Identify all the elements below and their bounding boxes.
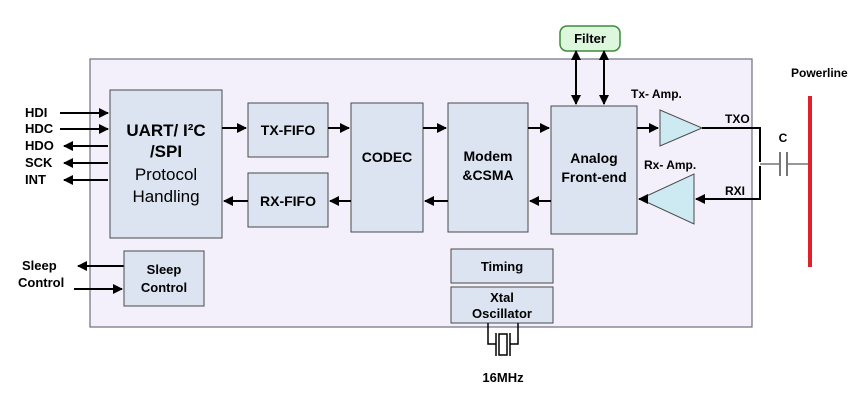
signal-hdi-label: HDI xyxy=(25,105,47,120)
codec-label: CODEC xyxy=(362,149,413,165)
sleep-block-line2: Control xyxy=(141,280,187,295)
tx-amp-label: Tx- Amp. xyxy=(631,87,682,101)
filter-label: Filter xyxy=(574,31,606,46)
filter-block: Filter xyxy=(559,25,621,105)
crystal-frequency-label: 16MHz xyxy=(482,370,524,385)
signal-int-label: INT xyxy=(25,172,46,187)
uart-protocol-block: UART/ I²C /SPI Protocol Handling xyxy=(109,89,223,239)
rx-amplifier: Rx- Amp. RXI xyxy=(638,158,761,225)
afe-label-line2: Front-end xyxy=(561,169,626,185)
tx-amplifier: Tx- Amp. TXO xyxy=(631,87,761,162)
uart-label-line3: Protocol xyxy=(135,165,197,184)
powerline: Powerline xyxy=(791,66,848,267)
rx-fifo-label: RX-FIFO xyxy=(260,193,316,209)
tx-fifo-block: TX-FIFO xyxy=(247,102,329,158)
codec-block: CODEC xyxy=(350,102,424,233)
sleep-signal-label-line1: Sleep xyxy=(22,258,57,273)
xtal-label-line1: Xtal xyxy=(490,290,514,305)
coupling-capacitor: C xyxy=(760,131,808,176)
signal-hdo-label: HDO xyxy=(25,138,54,153)
rxi-label: RXI xyxy=(725,184,745,198)
rx-amp-label: Rx- Amp. xyxy=(644,158,696,172)
timing-block: Timing xyxy=(450,248,554,284)
powerline-bar xyxy=(808,96,812,267)
rx-fifo-block: RX-FIFO xyxy=(247,172,329,228)
xtal-label-line2: Oscillator xyxy=(472,306,532,321)
signal-sck-label: SCK xyxy=(25,155,53,170)
capacitor-label: C xyxy=(779,131,788,145)
uart-label-line2: /SPI xyxy=(150,142,182,161)
txo-output-line xyxy=(702,127,761,162)
data-path-arrows xyxy=(222,123,551,206)
crystal-icon: 16MHz xyxy=(482,323,524,385)
host-interface-signals: HDI HDC HDO SCK INT xyxy=(25,105,109,187)
sleep-control: Sleep Control Sleep Control xyxy=(18,250,205,307)
signal-hdc-label: HDC xyxy=(25,121,54,136)
analog-front-end-block: Analog Front-end xyxy=(550,105,638,235)
uart-label-line4: Handling xyxy=(132,187,199,206)
xtal-oscillator-block: Xtal Oscillator xyxy=(450,286,554,324)
sleep-signal-label-line2: Control xyxy=(18,275,64,290)
modem-csma-block: Modem &CSMA xyxy=(447,102,529,233)
modem-label-line2: &CSMA xyxy=(462,167,513,183)
uart-label-line1: UART/ I²C xyxy=(126,121,205,140)
timing-label: Timing xyxy=(481,259,523,274)
rxi-input-line xyxy=(695,166,761,204)
afe-label-line1: Analog xyxy=(570,150,617,166)
tx-fifo-label: TX-FIFO xyxy=(261,122,316,138)
sleep-block-line1: Sleep xyxy=(147,262,182,277)
modem-label-line1: Modem xyxy=(464,148,513,164)
powerline-label: Powerline xyxy=(791,66,848,80)
txo-label: TXO xyxy=(725,112,750,126)
